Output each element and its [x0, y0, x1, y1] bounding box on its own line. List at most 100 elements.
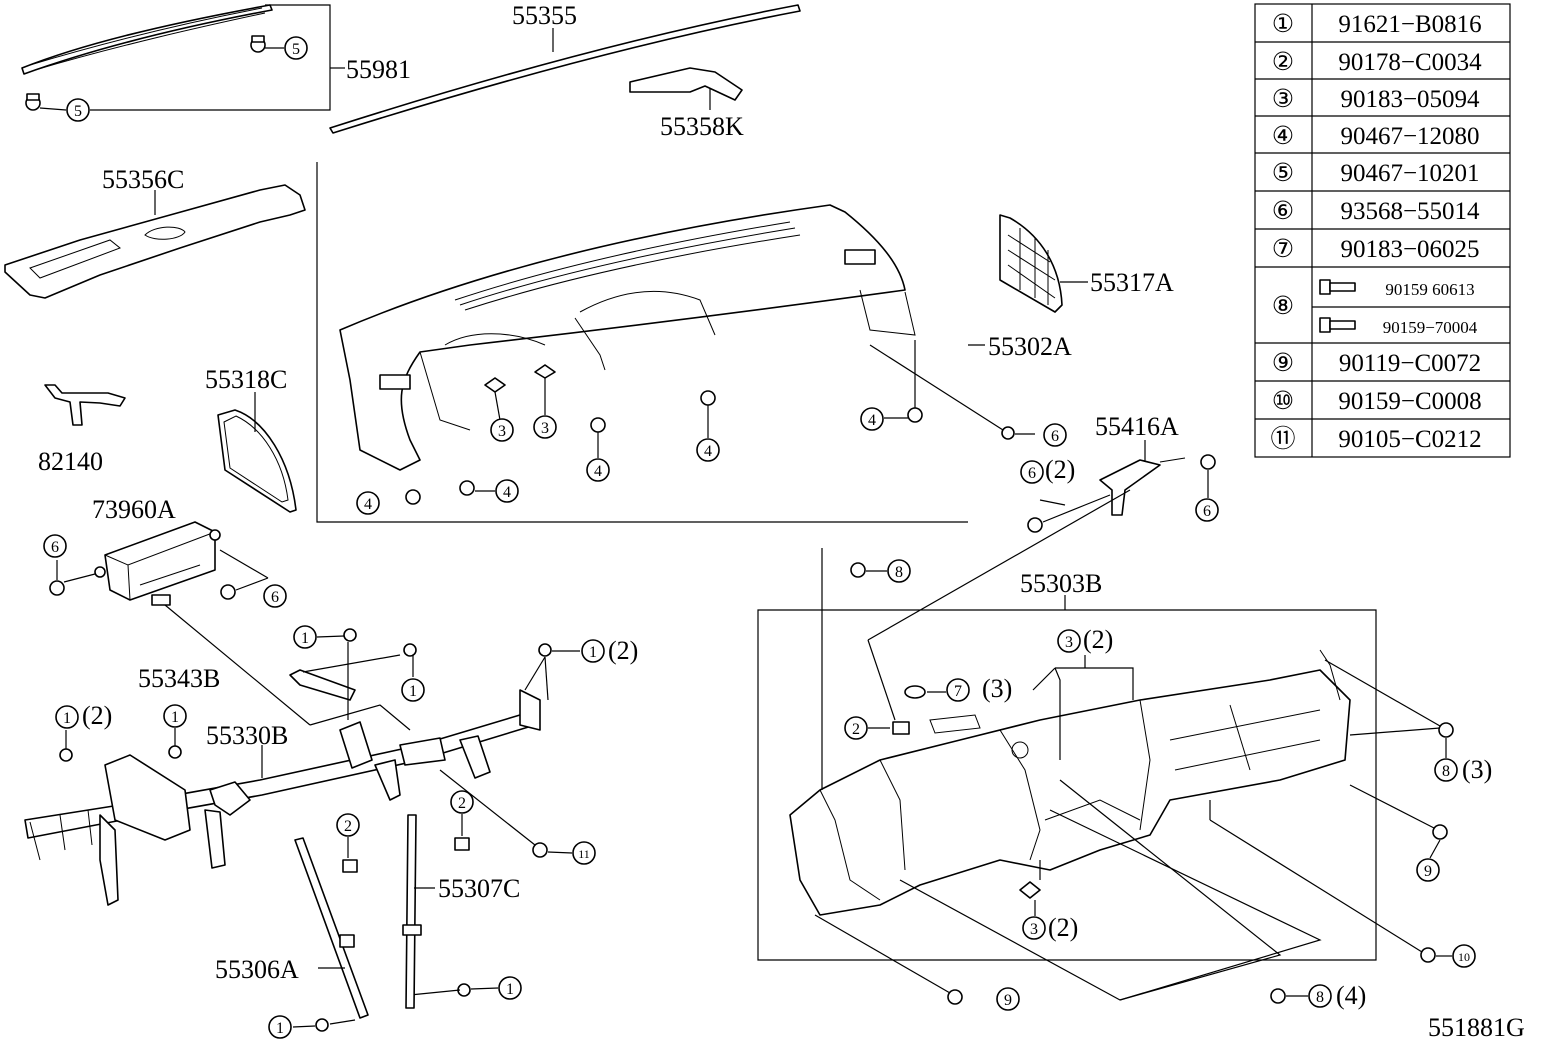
callout-5-b — [66, 98, 90, 122]
callout-6-416a-a — [1020, 460, 1044, 484]
table-partno-3: 90183−05094 — [1340, 86, 1480, 113]
part-label-55318C: 55318C — [205, 365, 287, 394]
part-label-55317A: 55317A — [1090, 268, 1174, 297]
part-55981-molding[interactable] — [21, 4, 273, 75]
svg-text:2: 2 — [852, 721, 860, 738]
svg-text:1: 1 — [506, 981, 514, 998]
part-55416A-bracket[interactable] — [1099, 457, 1186, 516]
table-partno-9: 90119−C0072 — [1339, 350, 1481, 377]
table-mark-2: ② — [1272, 49, 1294, 76]
clip-2-frame — [892, 721, 910, 735]
table-mark-4: ④ — [1272, 123, 1294, 150]
screw-11-beam — [532, 842, 548, 858]
part-55303B-frame[interactable] — [789, 649, 1351, 916]
qty-3-bottom: (2) — [1048, 913, 1078, 942]
svg-text:7: 7 — [954, 683, 962, 700]
callout-3-frame-bottom — [1022, 916, 1046, 940]
diagram-id: 551881G — [1428, 1013, 1525, 1041]
part-label-55981: 55981 — [346, 55, 411, 84]
svg-text:6: 6 — [51, 539, 59, 556]
svg-text:4: 4 — [868, 412, 876, 429]
clip-3-a — [484, 377, 506, 393]
svg-text:1: 1 — [301, 630, 309, 647]
table-mark-5: ⑤ — [1272, 160, 1294, 187]
svg-text:8: 8 — [1442, 763, 1450, 780]
part-55358K-bracket[interactable] — [629, 67, 743, 101]
clip-5-lower — [25, 93, 41, 111]
part-label-73960A: 73960A — [92, 495, 176, 524]
callout-4-c — [586, 458, 610, 482]
fastener-table: ① 91621−B0816 ② 90178−C0034 ③ 90183−0509… — [1254, 3, 1511, 458]
callout-8-top — [887, 559, 911, 583]
qty-7: (3) — [982, 674, 1012, 703]
screw-9-right — [1432, 824, 1448, 840]
part-label-55355: 55355 — [512, 1, 577, 30]
table-partno-4: 90467−12080 — [1340, 123, 1479, 150]
svg-text:6: 6 — [1051, 428, 1059, 445]
table-mark-3: ③ — [1272, 86, 1294, 113]
part-55302A-instrument-panel[interactable] — [339, 204, 916, 471]
screw-6-panel — [1001, 426, 1015, 440]
screw-9-bottom — [947, 989, 963, 1005]
screw-6-73960a-b — [220, 584, 236, 600]
group-bracket-55302A — [316, 162, 968, 523]
part-55330B-beam[interactable] — [24, 689, 541, 906]
table-mark-8: ⑧ — [1272, 293, 1294, 320]
svg-text:1: 1 — [63, 710, 71, 727]
callout-4-d — [696, 438, 720, 462]
part-55317A-grille[interactable] — [999, 214, 1063, 313]
part-55356C-insulator[interactable] — [4, 184, 306, 299]
screw-6-416a-b — [1200, 454, 1216, 470]
callout-3-a — [490, 418, 514, 442]
part-55355-strip[interactable] — [329, 4, 801, 134]
table-partno-1: 91621−B0816 — [1338, 11, 1481, 38]
svg-text:3: 3 — [1030, 921, 1038, 938]
callout-3-frame-top — [1057, 629, 1081, 653]
screw-6-416a-a — [1027, 517, 1043, 533]
table-partno-6: 93568−55014 — [1340, 198, 1480, 225]
svg-text:3: 3 — [541, 420, 549, 437]
callout-5-b-label: 5 — [74, 103, 82, 120]
callout-1-g — [268, 1015, 292, 1039]
part-55307C-brace[interactable] — [402, 814, 422, 1009]
svg-text:3: 3 — [498, 423, 506, 440]
clip-5-upper — [250, 35, 266, 53]
callout-5-a-label: 5 — [292, 41, 300, 58]
table-partno-8b: 90159−70004 — [1383, 318, 1478, 337]
callout-8-bottom — [1308, 984, 1332, 1008]
table-mark-11: ⑪ — [1270, 425, 1295, 453]
svg-text:1: 1 — [409, 683, 417, 700]
callout-4-e — [860, 407, 884, 431]
table-mark-7: ⑦ — [1272, 236, 1294, 263]
clip-3-b — [534, 364, 556, 379]
qty-3-top: (2) — [1083, 625, 1113, 654]
table-partno-10: 90159−C0008 — [1338, 388, 1481, 415]
group-box-55303B — [757, 609, 1377, 961]
table-mark-10: ⑩ — [1272, 388, 1294, 415]
callout-1-d — [163, 704, 187, 728]
clip-3-frame-bottom — [1019, 881, 1041, 899]
table-partno-2: 90178−C0034 — [1338, 49, 1482, 76]
part-55306A-brace[interactable] — [294, 837, 369, 1019]
svg-text:1: 1 — [589, 644, 597, 661]
qty-1-c: (2) — [82, 701, 112, 730]
callout-4-a — [356, 491, 380, 515]
svg-text:4: 4 — [503, 484, 511, 501]
screws-1 — [59, 628, 552, 1032]
svg-text:4: 4 — [364, 496, 372, 513]
svg-text:10: 10 — [1458, 950, 1470, 964]
part-label-55303B: 55303B — [1020, 569, 1102, 598]
part-55318C-cover[interactable] — [217, 409, 297, 513]
part-73960A-module[interactable] — [94, 521, 221, 606]
callout-6-73960a-b — [263, 584, 287, 608]
qty-8-right: (3) — [1462, 755, 1492, 784]
clip-7 — [904, 685, 926, 699]
qty-8-bottom: (4) — [1336, 981, 1366, 1010]
table-partno-7: 90183−06025 — [1340, 236, 1479, 263]
part-82140-bracket[interactable] — [44, 384, 126, 426]
callout-7 — [946, 678, 970, 702]
table-mark-1: ① — [1272, 11, 1294, 38]
screw-6-73960a-a — [49, 580, 65, 596]
